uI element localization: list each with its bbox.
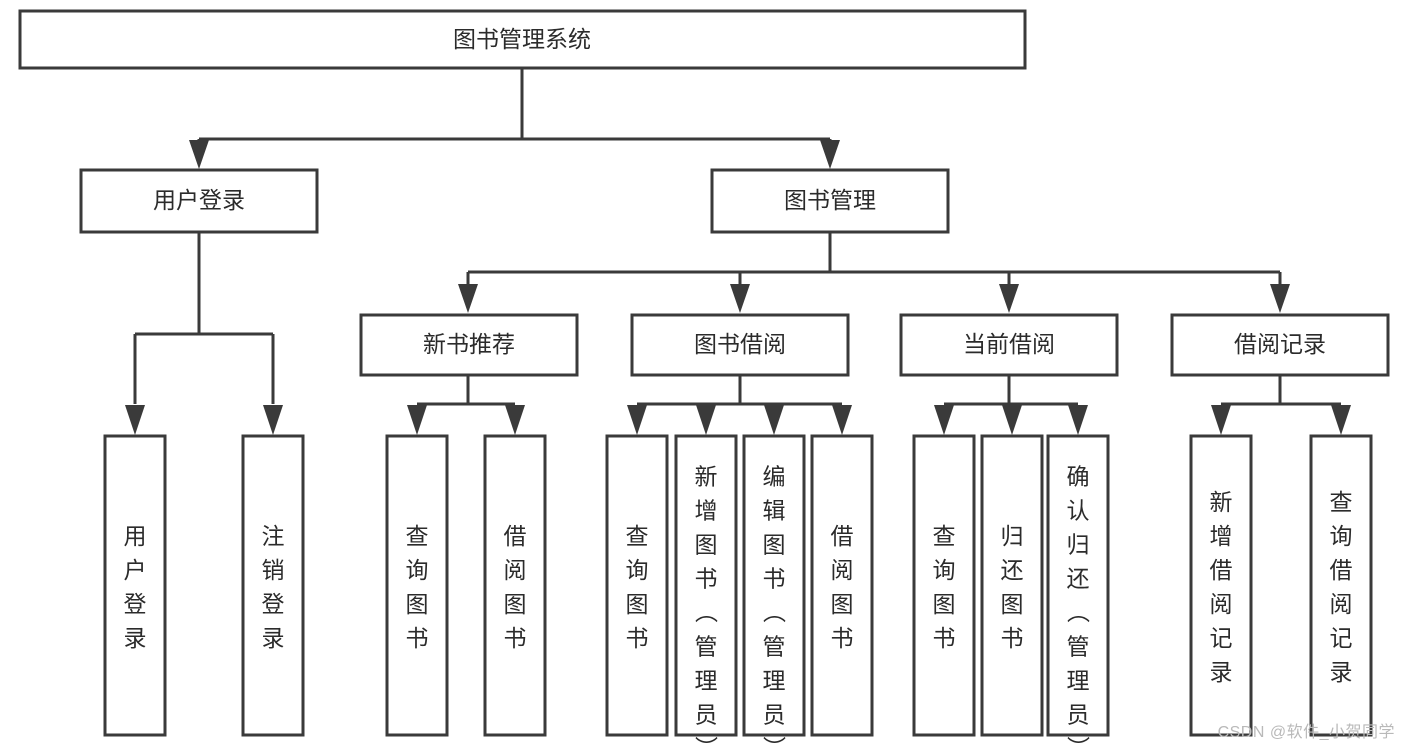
- arrow-head-leaf-logout: [263, 405, 283, 435]
- node-leaf-user-login-label: 用户登录: [124, 523, 147, 651]
- node-borrow-record[interactable]: 借阅记录: [1170, 313, 1390, 377]
- node-borrow-record-label: 借阅记录: [1234, 331, 1326, 357]
- node-user-login-box[interactable]: [79, 168, 319, 234]
- node-leaf-user-login-box[interactable]: [103, 434, 167, 737]
- arrow-head-leaf-borrow-book: [832, 405, 852, 435]
- node-leaf-add-book-admin-box[interactable]: [674, 434, 738, 737]
- arrow-head-leaf-edit-book-admin: [764, 405, 784, 435]
- node-book-manage[interactable]: 图书管理: [710, 168, 950, 234]
- node-leaf-add-book-admin[interactable]: 新增图书（管理员）: [674, 434, 738, 747]
- node-leaf-query-book-rec-box[interactable]: [385, 434, 449, 737]
- node-root-label: 图书管理系统: [453, 26, 591, 52]
- connector-group-book-borrow: [627, 375, 852, 435]
- node-leaf-query-borrow-record-box[interactable]: [1309, 434, 1373, 737]
- node-leaf-return-book-box[interactable]: [980, 434, 1044, 737]
- node-leaf-edit-book-admin-box[interactable]: [742, 434, 806, 737]
- node-leaf-borrow-book-rec-box[interactable]: [483, 434, 547, 737]
- arrow-head-leaf-query-book-rec: [407, 405, 427, 435]
- leaf-layer: 用户登录 注销登录 查询图书 借阅图书 查询图书 新增图书（管理员） 编辑图书（管理员） 借阅…: [103, 434, 1373, 747]
- node-leaf-add-borrow-record-label: 新增借阅记录: [1210, 489, 1233, 685]
- connector-group-borrow-record: [1211, 375, 1351, 435]
- node-book-manage-box[interactable]: [710, 168, 950, 234]
- connector-group-root: [189, 68, 840, 169]
- node-new-book-recommend-box[interactable]: [359, 313, 579, 377]
- node-book-borrow[interactable]: 图书借阅: [630, 313, 850, 377]
- arrow-head-leaf-query-borrow-record: [1331, 405, 1351, 435]
- node-root-box[interactable]: [18, 9, 1027, 70]
- node-leaf-confirm-return-admin-box[interactable]: [1046, 434, 1110, 737]
- node-leaf-query-book-current[interactable]: 查询图书: [912, 434, 976, 737]
- node-leaf-confirm-return-admin[interactable]: 确认归还（管理员）: [1046, 434, 1110, 747]
- connector-group-book-manage: [458, 232, 1290, 313]
- node-leaf-edit-book-admin[interactable]: 编辑图书（管理员）: [742, 434, 806, 747]
- arrow-head-leaf-confirm-return-admin: [1068, 405, 1088, 435]
- arrow-head-book-borrow: [730, 284, 750, 313]
- arrow-head-leaf-add-borrow-record: [1211, 405, 1231, 435]
- node-leaf-query-book-rec[interactable]: 查询图书: [385, 434, 449, 737]
- node-leaf-add-borrow-record-box[interactable]: [1189, 434, 1253, 737]
- watermark: CSDN @软件_小贺同学: [1217, 724, 1395, 741]
- node-current-borrow-box[interactable]: [899, 313, 1119, 377]
- node-leaf-logout[interactable]: 注销登录: [241, 434, 305, 737]
- node-leaf-return-book[interactable]: 归还图书: [980, 434, 1044, 737]
- arrow-head-leaf-borrow-book-rec: [505, 405, 525, 435]
- arrow-head-leaf-user-login: [125, 405, 145, 435]
- node-current-borrow[interactable]: 当前借阅: [899, 313, 1119, 377]
- arrow-head-leaf-query-book-current: [934, 405, 954, 435]
- node-new-book-recommend[interactable]: 新书推荐: [359, 313, 579, 377]
- arrow-head-leaf-return-book: [1002, 405, 1022, 435]
- node-leaf-logout-label: 注销登录: [262, 523, 285, 651]
- arrow-head-leaf-query-book-borrow: [627, 405, 647, 435]
- node-new-book-recommend-label: 新书推荐: [423, 331, 515, 357]
- connector-group-current-borrow: [934, 375, 1088, 435]
- arrow-head-new-book-recommend: [458, 284, 478, 313]
- node-leaf-confirm-return-admin-label: 确认归还（管理员）: [1067, 464, 1091, 747]
- node-leaf-edit-book-admin-label: 编辑图书（管理员）: [763, 464, 787, 747]
- node-leaf-query-book-borrow[interactable]: 查询图书: [605, 434, 669, 737]
- node-leaf-borrow-book-box[interactable]: [810, 434, 874, 737]
- connector-group-user-login: [125, 232, 283, 435]
- node-current-borrow-label: 当前借阅: [963, 331, 1055, 357]
- node-user-login[interactable]: 用户登录: [79, 168, 319, 234]
- node-root[interactable]: 图书管理系统: [18, 9, 1027, 70]
- node-leaf-query-book-rec-label: 查询图书: [406, 523, 429, 651]
- node-leaf-return-book-label: 归还图书: [1001, 523, 1024, 651]
- node-leaf-query-borrow-record-label: 查询借阅记录: [1330, 489, 1353, 685]
- arrow-head-borrow-record: [1270, 284, 1290, 313]
- node-book-manage-label: 图书管理: [784, 187, 876, 213]
- node-leaf-add-borrow-record[interactable]: 新增借阅记录: [1189, 434, 1253, 737]
- node-book-borrow-label: 图书借阅: [694, 331, 786, 357]
- connector-group-new-book-recommend: [407, 375, 525, 435]
- node-leaf-borrow-book[interactable]: 借阅图书: [810, 434, 874, 737]
- node-borrow-record-box[interactable]: [1170, 313, 1390, 377]
- arrow-head-user-login: [189, 140, 209, 169]
- node-leaf-query-book-borrow-box[interactable]: [605, 434, 669, 737]
- node-leaf-borrow-book-label: 借阅图书: [831, 523, 854, 651]
- node-leaf-add-book-admin-label: 新增图书（管理员）: [695, 464, 719, 747]
- node-leaf-user-login[interactable]: 用户登录: [103, 434, 167, 737]
- node-leaf-query-book-borrow-label: 查询图书: [626, 523, 649, 651]
- node-leaf-query-book-current-label: 查询图书: [933, 523, 956, 651]
- node-book-borrow-box[interactable]: [630, 313, 850, 377]
- node-leaf-query-book-current-box[interactable]: [912, 434, 976, 737]
- node-user-login-label: 用户登录: [153, 187, 245, 213]
- node-leaf-borrow-book-rec[interactable]: 借阅图书: [483, 434, 547, 737]
- node-leaf-query-borrow-record[interactable]: 查询借阅记录: [1309, 434, 1373, 737]
- node-leaf-borrow-book-rec-label: 借阅图书: [504, 523, 527, 651]
- arrow-head-current-borrow: [999, 284, 1019, 313]
- arrow-head-book-manage: [820, 140, 840, 169]
- arrow-head-leaf-add-book-admin: [696, 405, 716, 435]
- node-leaf-logout-box[interactable]: [241, 434, 305, 737]
